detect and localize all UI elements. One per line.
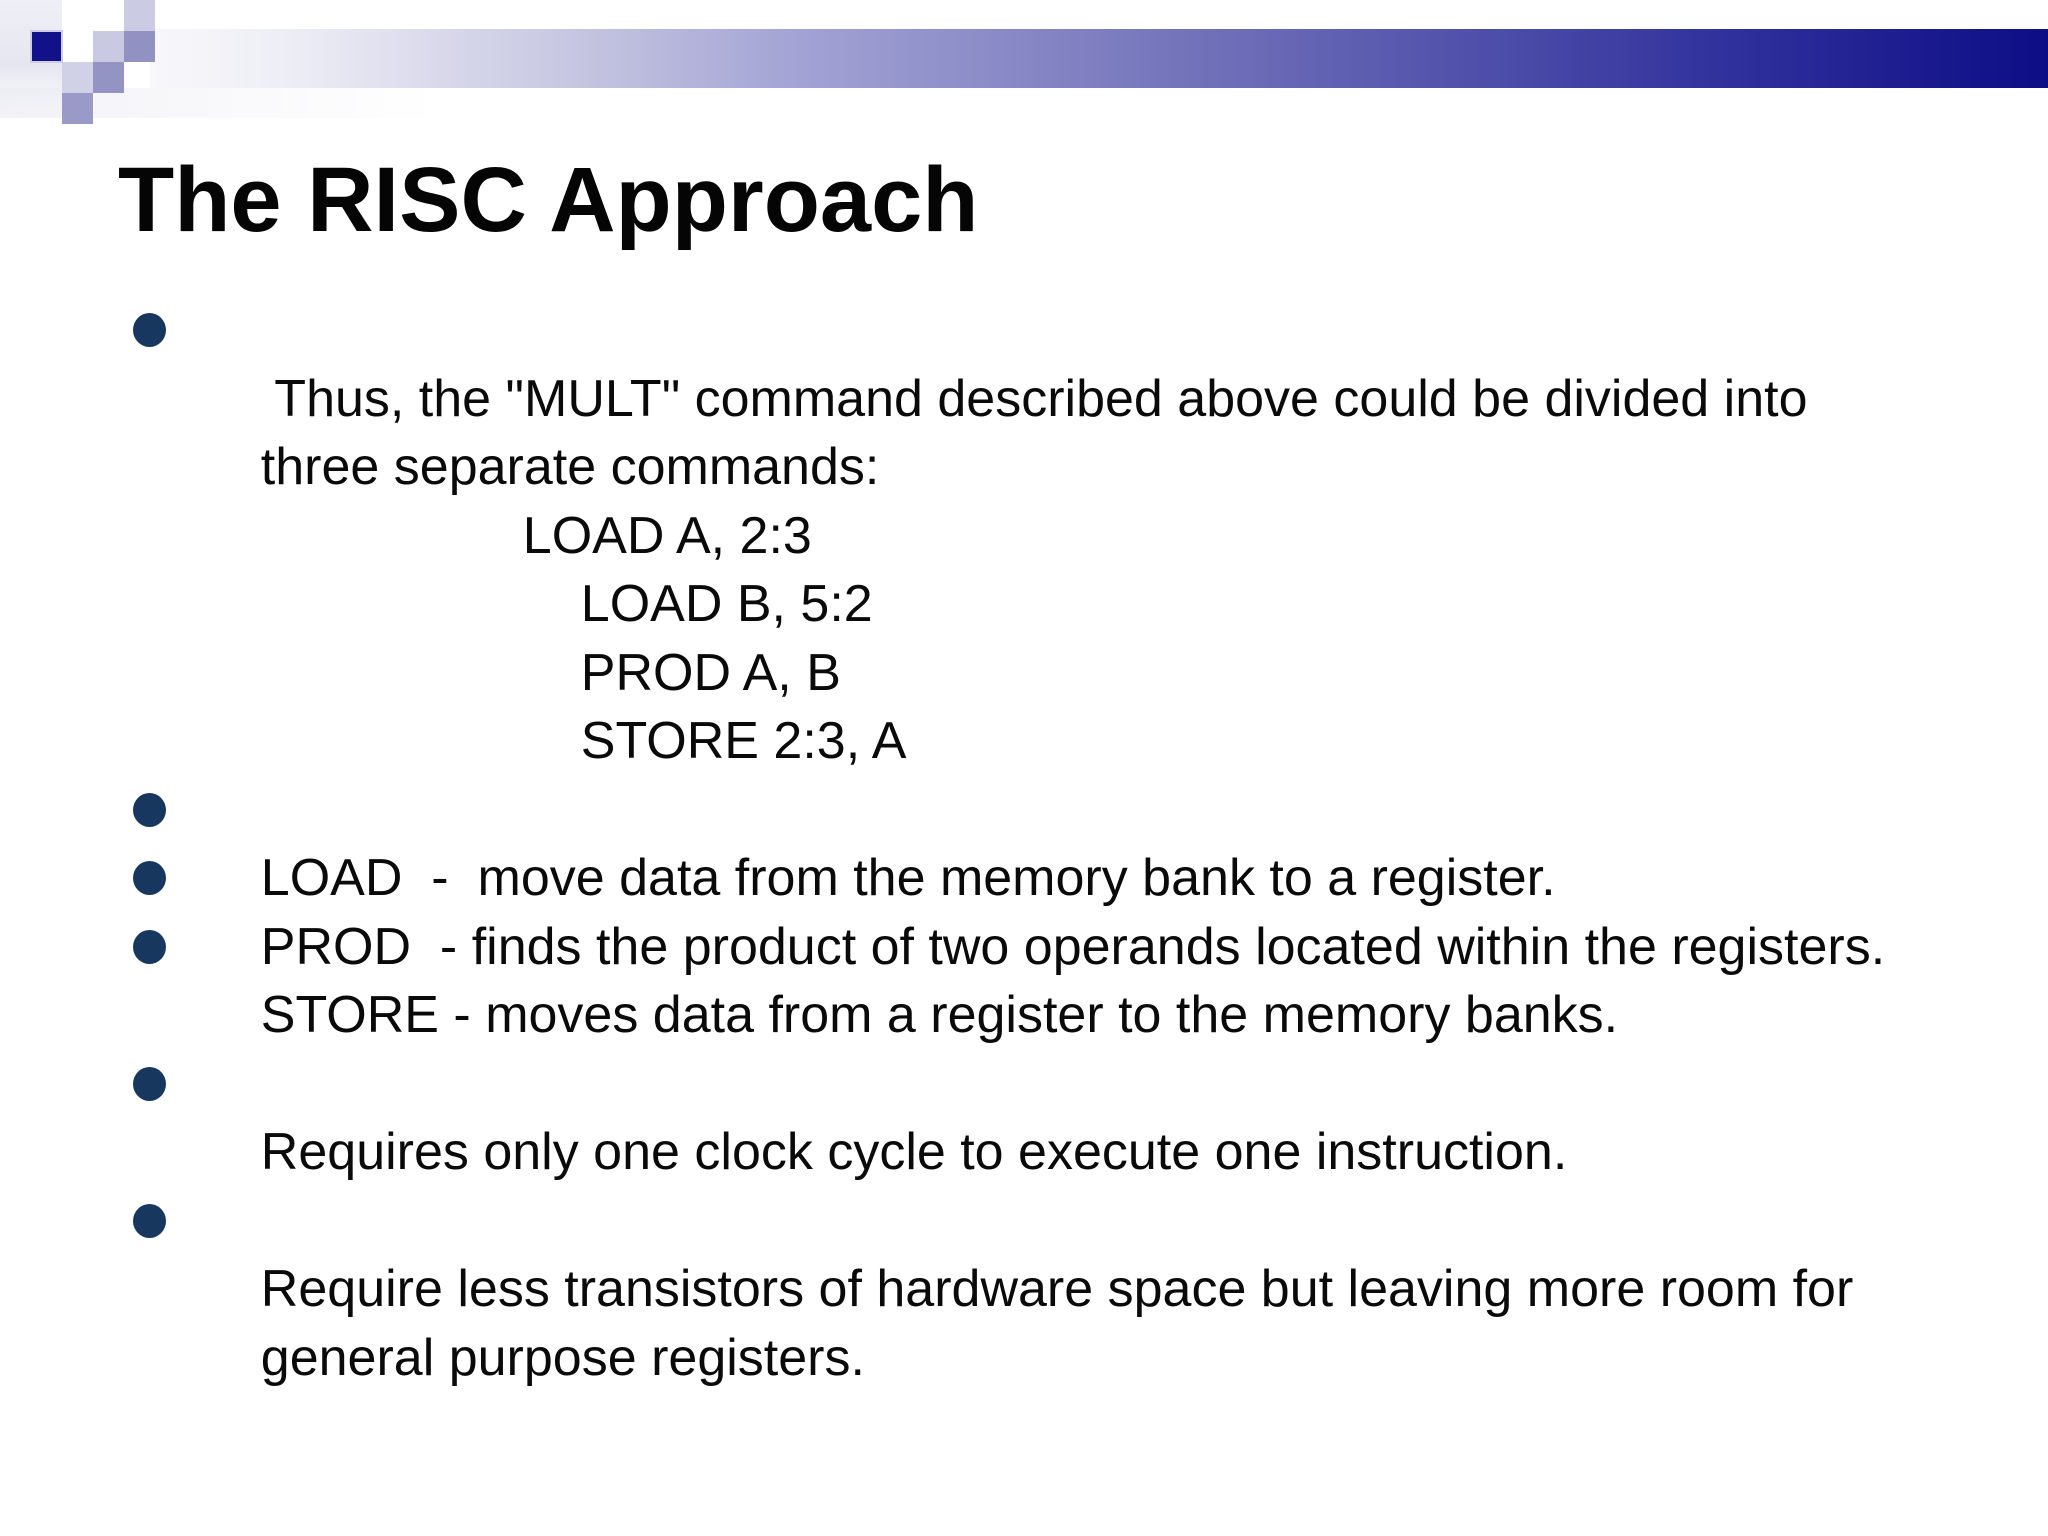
code-text: LOAD B, 5:2	[580, 575, 873, 633]
deco-square-light-1	[93, 31, 124, 62]
slide-title: The RISC Approach	[118, 149, 979, 251]
deco-square-medium-3	[62, 93, 93, 124]
deco-square-light-2	[124, 0, 155, 31]
bullet-icon	[133, 792, 166, 827]
code-line: STORE 2:3, A	[133, 639, 2018, 770]
bullet-icon	[133, 1203, 166, 1238]
continuation-line: general purpose registers.	[133, 1255, 2018, 1387]
bullet-item: STORE - moves data from a register to th…	[133, 913, 2018, 1044]
deco-square-navy	[30, 30, 63, 63]
bullet-text: Require less transistors of hardware spa…	[260, 1260, 1854, 1318]
code-line: PROD A, B	[133, 570, 2018, 702]
bullet-text: LOAD - move data from the memory bank to…	[260, 849, 1556, 907]
blank-line	[133, 707, 2018, 776]
bullet-icon	[133, 1066, 166, 1101]
code-text: LOAD A, 2:3	[522, 506, 812, 565]
bullet-icon	[133, 313, 166, 348]
body-text: general purpose registers.	[260, 1328, 865, 1387]
bullet-icon	[133, 861, 166, 896]
code-text: PROD A, B	[580, 643, 841, 702]
bullet-item: LOAD - move data from the memory bank to…	[133, 776, 2018, 907]
blank-line	[133, 981, 2018, 1050]
bullet-text: Requires only one clock cycle to execute…	[260, 1123, 1568, 1181]
bullet-item: Requires only one clock cycle to execute…	[133, 1050, 2018, 1181]
bullet-item: Require less transistors of hardware spa…	[133, 1187, 2018, 1318]
slide-body: Thus, the "MULT" command described above…	[133, 296, 2018, 1387]
body-text: three separate commands:	[260, 438, 880, 496]
code-line: LOAD B, 5:2	[133, 502, 2018, 633]
bullet-text: STORE - moves data from a register to th…	[260, 986, 1619, 1044]
bullet-item: Thus, the "MULT" command described above…	[133, 296, 2018, 428]
code-text: STORE 2:3, A	[580, 712, 907, 770]
deco-square-medium-2	[93, 62, 124, 93]
continuation-line: three separate commands:	[133, 365, 2018, 496]
deco-square-medium-1	[124, 31, 155, 62]
bullet-icon	[133, 929, 166, 964]
bullet-text: PROD - finds the product of two operands…	[260, 917, 1886, 976]
code-line: LOAD A, 2:3	[133, 433, 2018, 565]
deco-square-light-3	[62, 62, 93, 93]
bullet-item: PROD - finds the product of two operands…	[133, 844, 2018, 976]
bullet-text: Thus, the "MULT" command described above…	[260, 369, 1808, 428]
blank-line	[133, 1118, 2018, 1187]
header-gradient-bar	[150, 29, 2048, 88]
